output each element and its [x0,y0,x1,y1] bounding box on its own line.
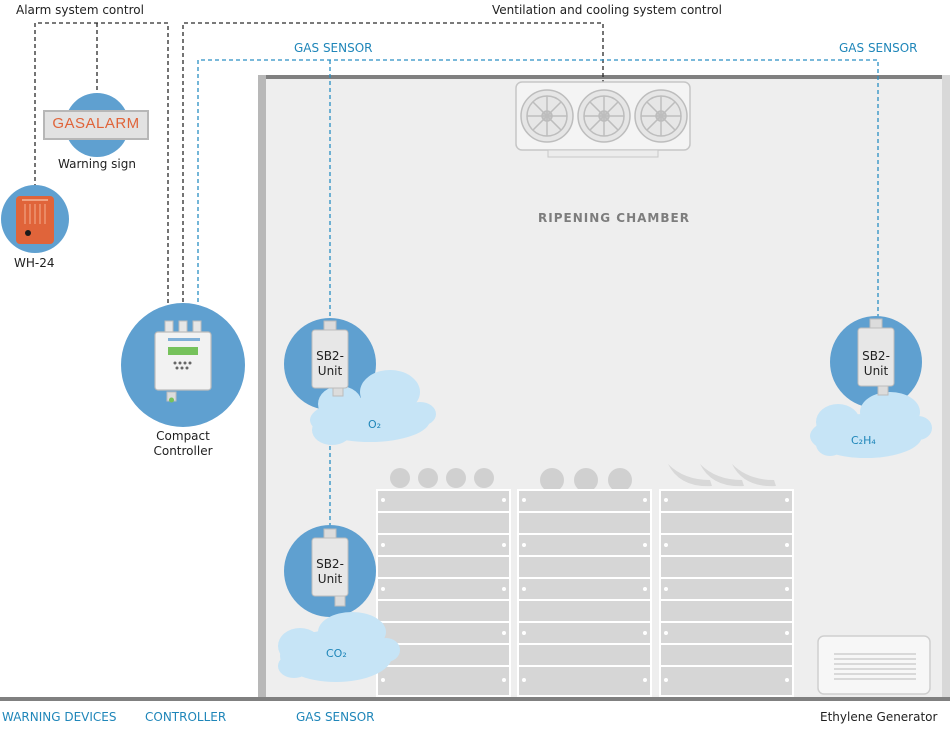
cooling-unit [515,81,691,158]
gas-o2-label: O₂ [368,418,382,431]
gasalarm-sign-text: GASALARM [52,115,140,132]
controller-caption-line1: Compact [156,429,210,443]
banana-icon [668,464,776,487]
gas-c2h4-label: C₂H₄ [851,434,876,447]
fruit-icon [390,468,632,492]
ethylene-generator-label: Ethylene Generator [820,710,938,724]
warning-sign-caption: Warning sign [58,157,136,171]
gas-sensor-bottom-label: GAS SENSOR [296,710,375,724]
crate-stacks [376,489,794,697]
chamber-title: RIPENING CHAMBER [538,211,690,225]
sensor-c2h4 [810,316,932,458]
controller-caption-line2: Controller [153,444,213,458]
cloud-c2h4 [810,392,932,458]
cloud-o2 [310,370,436,445]
ethylene-generator [817,635,931,695]
gas-sensor-label-left: GAS SENSOR [294,41,373,55]
sensor-co2-line2: Unit [317,572,343,586]
gas-co2-label: CO₂ [326,647,347,660]
warning-sign [43,93,149,157]
sensor-co2 [278,525,400,682]
controller-label: CONTROLLER [145,710,227,724]
fan-icon [520,89,688,143]
alarm-device-icon [16,196,54,244]
gas-sensor-label-right: GAS SENSOR [839,41,918,55]
sensor-co2-line1: SB2- [316,557,344,571]
wh24-caption: WH-24 [14,256,55,270]
sensor-o2-line1: SB2- [316,349,344,363]
sensor-o2-line2: Unit [317,364,343,378]
floor-line [0,697,950,701]
cloud-co2 [278,612,400,682]
alarm-control-label: Alarm system control [16,3,144,17]
alarm-control-lines [34,22,604,330]
compact-controller [121,303,245,427]
sensor-c2h4-line1: SB2- [862,349,890,363]
wh24-device [1,185,69,253]
sensor-o2 [284,318,436,445]
ventilation-control-label: Ventilation and cooling system control [492,3,722,17]
warning-devices-label: WARNING DEVICES [2,710,117,724]
sensor-c2h4-line2: Unit [863,364,889,378]
